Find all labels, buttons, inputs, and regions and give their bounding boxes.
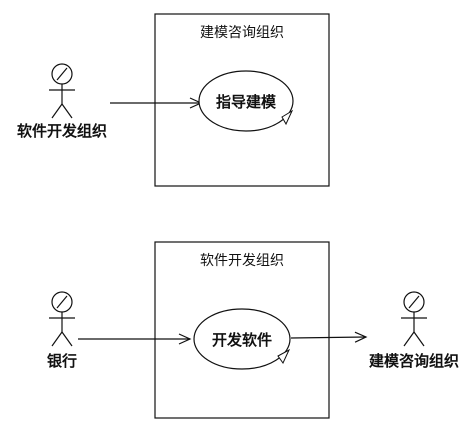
- system-boundary-2: [154, 241, 330, 419]
- diagram-1: 建模咨询组织 软件开发组织 指导建模: [17, 13, 330, 187]
- use-case-label-develop-software: 开发软件: [212, 331, 272, 349]
- actor-label-bank: 银行: [47, 352, 77, 370]
- system-title-1: 建模咨询组织: [200, 25, 284, 41]
- actor-icon: [401, 291, 427, 347]
- actor-label-software-org: 软件开发组织: [17, 122, 107, 140]
- diagram-2: 软件开发组织 银行 开发软件 建模咨询组: [47, 241, 459, 419]
- system-title-2: 软件开发组织: [200, 253, 284, 269]
- actor-label-modeling-consultancy: 建模咨询组织: [369, 352, 459, 370]
- use-case-ellipse-1: [198, 70, 294, 132]
- actor-icon: [49, 291, 75, 347]
- system-boundary-1: [154, 13, 330, 187]
- actor-icon: [49, 63, 75, 119]
- use-case-label-guide-modeling: 指导建模: [216, 93, 277, 111]
- use-case-ellipse-2: [193, 308, 291, 370]
- association-arrow: [290, 331, 368, 343]
